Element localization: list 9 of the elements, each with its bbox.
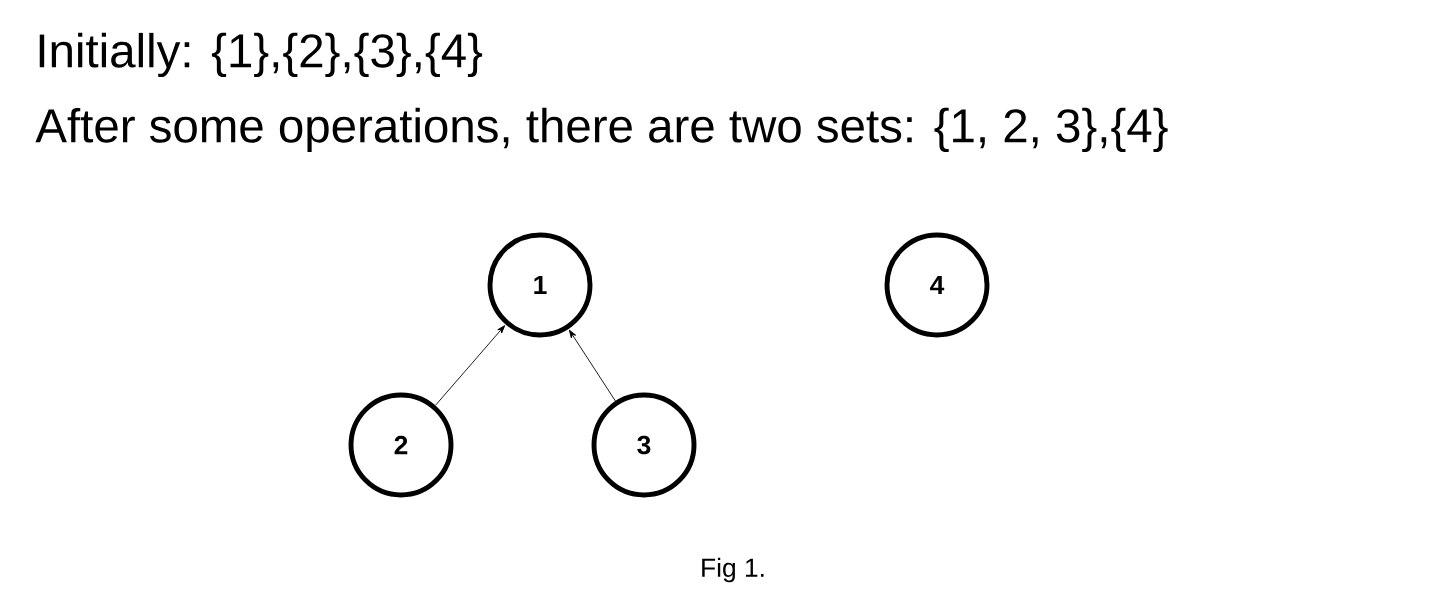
heading-text: Initially: {1},{2},{3},{4} xyxy=(39,32,483,78)
circle-node: 1 xyxy=(487,232,593,338)
circle-node: 2 xyxy=(348,392,454,498)
circle-node: 3 xyxy=(591,392,697,498)
arrow xyxy=(435,325,506,406)
heading-text: After some operations, there are two sets: {1, 2, 3},{4} xyxy=(35,107,1168,153)
caption: Fig 1. xyxy=(702,557,764,583)
circle-node: 4 xyxy=(884,232,990,338)
arrow xyxy=(568,329,616,402)
